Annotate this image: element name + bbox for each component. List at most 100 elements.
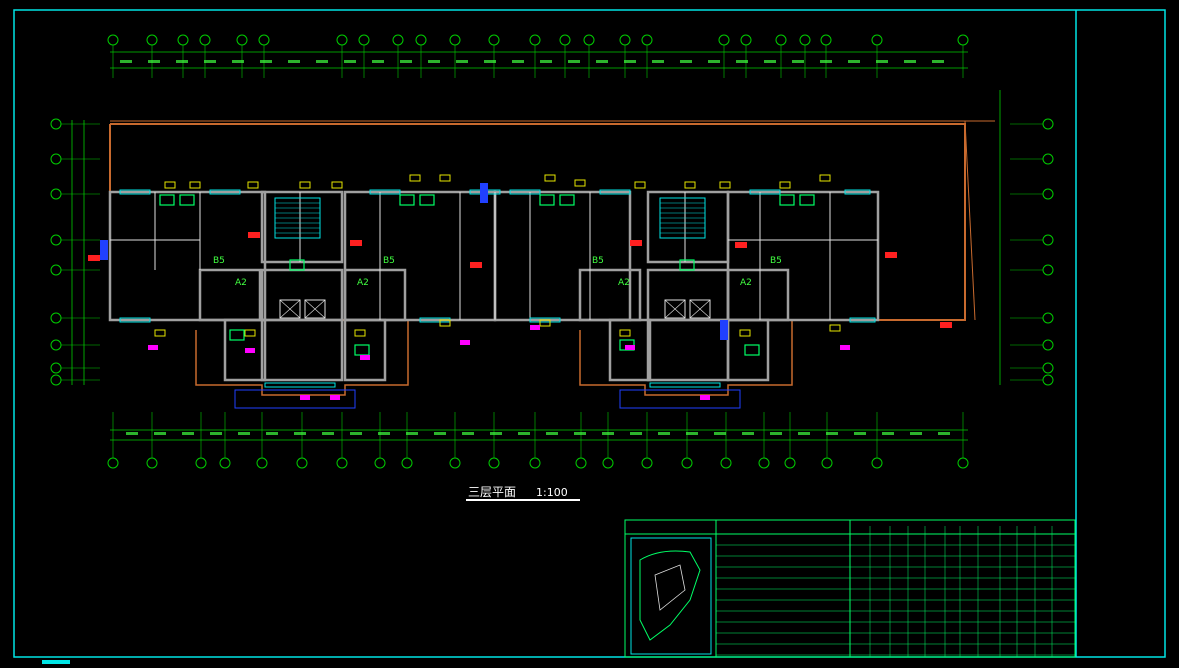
dimension-value-top: [680, 60, 692, 63]
fixture-marker: [829, 324, 841, 332]
blue-marker: [720, 320, 728, 340]
dimension-value-top: [764, 60, 776, 63]
dimension-value-bottom: [826, 432, 838, 435]
sanitary-fixture: [539, 194, 555, 206]
fixture-marker: [331, 181, 343, 189]
dimension-value-bottom: [266, 432, 278, 435]
dimension-value-top: [288, 60, 300, 63]
dimension-value-top: [624, 60, 636, 63]
dimension-value-top: [932, 60, 944, 63]
axis-grid: [50, 34, 1054, 469]
fixture-marker: [539, 319, 551, 327]
sanitary-fixture: [229, 329, 245, 341]
dimension-value-top: [120, 60, 132, 63]
window: [844, 189, 871, 195]
red-marker: [735, 242, 747, 248]
site-plan-shape: [639, 550, 701, 641]
plan-title: 三层平面: [468, 485, 516, 499]
dimension-value-top: [904, 60, 916, 63]
magenta-marker: [840, 345, 850, 350]
dimension-value-bottom: [938, 432, 950, 435]
red-marker: [885, 252, 897, 258]
magenta-marker: [148, 345, 158, 350]
dimension-value-top: [176, 60, 188, 63]
red-marker: [88, 255, 100, 261]
fixture-marker: [299, 181, 311, 189]
red-marker: [248, 232, 260, 238]
unit-labels: B5 A2 B5 A2 B5 A2 A2 B5: [213, 256, 782, 288]
sanitary-fixture: [744, 344, 760, 356]
dimension-value-bottom: [154, 432, 166, 435]
fixture-marker: [439, 174, 451, 182]
fixture-marker: [244, 329, 256, 337]
elevator-shaft: [664, 299, 686, 319]
dimension-value-bottom: [658, 432, 670, 435]
window: [529, 317, 561, 323]
dimension-value-top: [344, 60, 356, 63]
dimension-value-top: [428, 60, 440, 63]
dimension-value-bottom: [182, 432, 194, 435]
fixture-marker: [189, 181, 201, 189]
sanitary-fixture: [399, 194, 415, 206]
wall-block: [608, 318, 652, 382]
dimension-value-bottom: [322, 432, 334, 435]
blue-marker: [100, 240, 108, 260]
sanitary-fixture: [779, 194, 795, 206]
dimension-value-top: [204, 60, 216, 63]
window: [649, 382, 721, 388]
dimension-value-bottom: [714, 432, 726, 435]
elevator-x: [279, 299, 301, 319]
dimension-value-bottom: [798, 432, 810, 435]
balcony-outline: [619, 389, 741, 409]
dimension-value-top: [232, 60, 244, 63]
window: [209, 189, 241, 195]
sanitary-fixture: [679, 259, 695, 271]
wall-block: [108, 190, 267, 322]
sanitary-fixture: [799, 194, 815, 206]
sanitary-fixture: [159, 194, 175, 206]
dimension-value-bottom: [546, 432, 558, 435]
unit-label-b5-1: B5: [213, 256, 225, 266]
dimension-value-bottom: [518, 432, 530, 435]
unit-label-a2-2: A2: [357, 278, 369, 288]
magenta-marker: [700, 395, 710, 400]
dimension-value-bottom: [882, 432, 894, 435]
lower-projection-right: [579, 320, 793, 396]
elevator-shaft: [689, 299, 711, 319]
dimension-value-bottom: [462, 432, 474, 435]
dimension-value-top: [540, 60, 552, 63]
sanitary-fixture: [179, 194, 195, 206]
dimension-value-top: [512, 60, 524, 63]
unit-label-a2-4: A2: [740, 278, 752, 288]
fixture-marker: [247, 181, 259, 189]
window: [599, 189, 631, 195]
dimension-value-top: [372, 60, 384, 63]
dimension-value-bottom: [574, 432, 586, 435]
magenta-marker: [300, 395, 310, 400]
dimension-value-bottom: [630, 432, 642, 435]
elevator-x: [689, 299, 711, 319]
fixture-marker: [164, 181, 176, 189]
elevator-x: [304, 299, 326, 319]
dimension-value-top: [456, 60, 468, 63]
magenta-marker: [530, 325, 540, 330]
unit-label-b5-4: B5: [770, 256, 782, 266]
drawing-frame: [13, 9, 1166, 658]
fixture-marker: [154, 329, 166, 337]
red-marker: [940, 322, 952, 328]
magenta-marker: [360, 355, 370, 360]
dimension-value-bottom: [490, 432, 502, 435]
dimension-value-bottom: [602, 432, 614, 435]
dimension-value-top: [316, 60, 328, 63]
dimension-value-bottom: [350, 432, 362, 435]
fixture-marker: [779, 181, 791, 189]
drawing-title: 三层平面 1:100: [466, 485, 580, 501]
fixture-marker: [634, 181, 646, 189]
fixture-marker: [439, 319, 451, 327]
dimension-value-bottom: [686, 432, 698, 435]
wall-block: [223, 318, 267, 382]
magenta-marker: [245, 348, 255, 353]
fixture-marker: [719, 181, 731, 189]
dimension-value-bottom: [406, 432, 418, 435]
outer-frame: [13, 9, 1166, 658]
